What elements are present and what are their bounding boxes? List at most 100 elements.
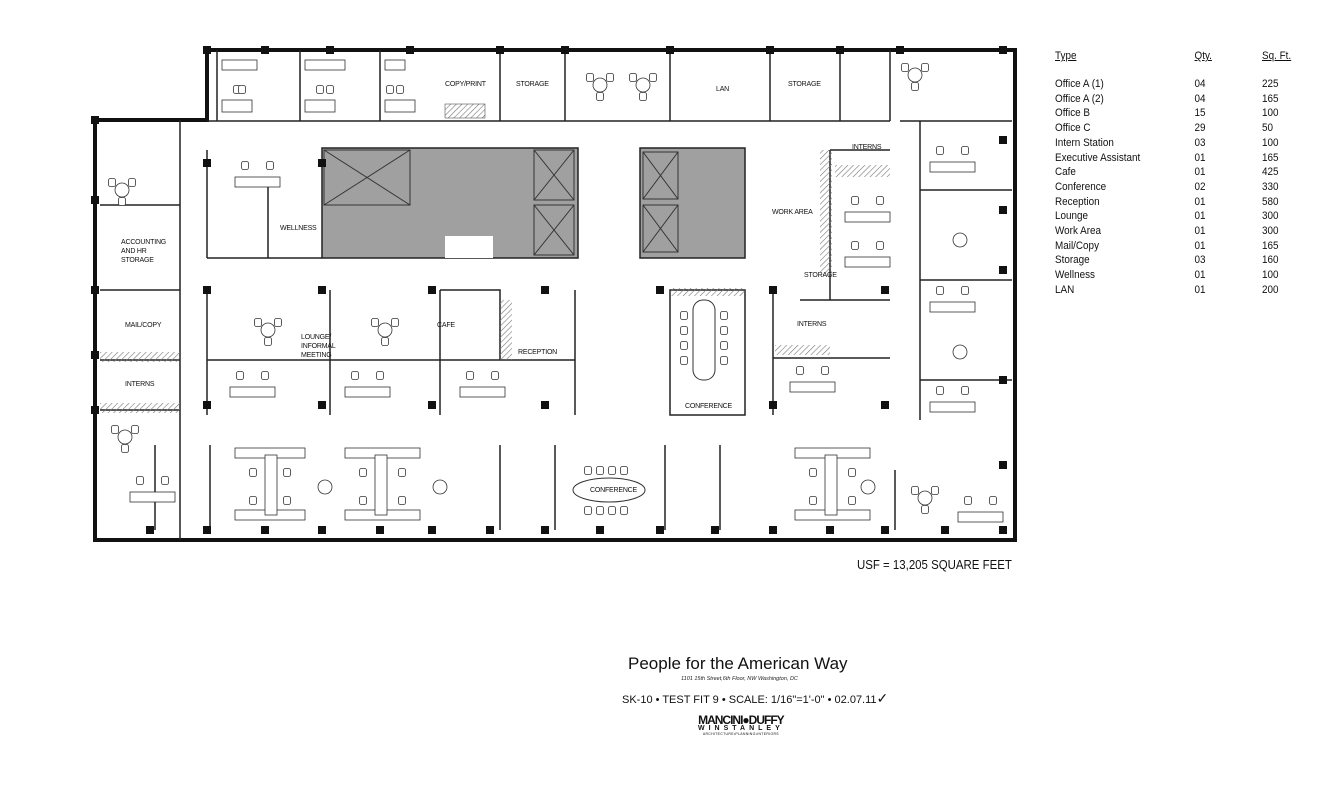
conference-table [572,477,646,503]
chair [261,371,269,380]
desk [221,59,258,71]
chair [131,425,139,434]
interior-walls [100,50,1012,540]
cell-type: Office B [1055,107,1091,120]
chair [283,496,291,505]
chair [359,496,367,505]
chair [381,337,389,346]
chair [639,92,647,101]
chair [108,178,116,187]
column [881,526,889,534]
column [326,46,334,54]
desk [374,454,388,516]
chair [848,468,856,477]
chair [680,356,688,365]
chair [851,196,859,205]
cell-sqft: 100 [1262,136,1279,149]
cell-type: LAN [1055,283,1075,296]
column [769,526,777,534]
label-interns: INTERNS [125,381,155,388]
column [261,526,269,534]
conference-table [692,299,716,381]
exterior-wall [93,48,1017,542]
chair [136,476,144,485]
label-cafe: CAFE [437,322,455,329]
round-table [917,490,933,506]
desk [789,381,836,393]
column [91,351,99,359]
desk [929,301,976,313]
chair [720,311,728,320]
round-table [260,322,276,338]
cell-type: Mail/Copy [1055,239,1100,252]
cell-qty: 15 [1194,107,1206,120]
cell-sqft: 165 [1262,239,1279,252]
desk [844,211,891,223]
chair [936,386,944,395]
chair [921,63,929,72]
column [999,206,1007,214]
cell-qty: 01 [1194,225,1206,237]
cell-qty: 01 [1194,151,1206,164]
cell-type: Executive Assistant [1055,151,1141,164]
cell-qty: 03 [1194,254,1206,267]
column [318,526,326,534]
chair [398,496,406,505]
desk [459,386,506,398]
chair [249,496,257,505]
cell-type: Office C [1055,122,1091,135]
round-table [907,67,923,83]
desk [264,454,278,516]
chair [606,73,614,82]
column [541,526,549,534]
chair [398,468,406,477]
chair [720,341,728,350]
chair [371,318,379,327]
chair [608,466,616,475]
desk [929,161,976,173]
column [826,526,834,534]
cell-type: Lounge [1055,210,1089,223]
column [146,526,154,534]
column [656,526,664,534]
column [261,46,269,54]
chair [620,466,628,475]
desk [221,99,253,113]
label-lounge: LOUNGE/ [301,334,331,341]
chair [391,318,399,327]
round-table [860,479,876,495]
cell-sqft: 580 [1262,195,1279,208]
chair [851,241,859,250]
cell-sqft: 165 [1262,92,1279,105]
column [91,286,99,294]
chair [961,146,969,155]
chair [238,85,246,94]
cell-sqft: 100 [1262,269,1279,282]
round-table [592,77,608,93]
chair [680,311,688,320]
column [541,286,549,294]
column [496,46,504,54]
column [318,401,326,409]
cell-qty: 01 [1194,210,1206,223]
cell-sqft: 50 [1262,122,1274,135]
sheet-info: SK-10 • TEST FIT 9 • SCALE: 1/16"=1'-0" … [622,690,888,707]
chair [376,371,384,380]
column [881,401,889,409]
address: 1101 15th Street,6th Floor, NW Washingto… [681,676,798,682]
label-interns: INTERNS [797,321,827,328]
header-qty: Qty. [1194,50,1212,62]
desk [384,59,406,71]
chair [596,92,604,101]
cell-qty: 01 [1194,239,1206,252]
chair [848,496,856,505]
header-sqft: Sq. Ft. [1262,50,1292,62]
chair [584,466,592,475]
check-mark: ✓ [876,690,889,706]
column [596,526,604,534]
column [406,46,414,54]
chair [608,506,616,515]
column [91,196,99,204]
cell-sqft: 300 [1262,210,1279,223]
chair [964,496,972,505]
